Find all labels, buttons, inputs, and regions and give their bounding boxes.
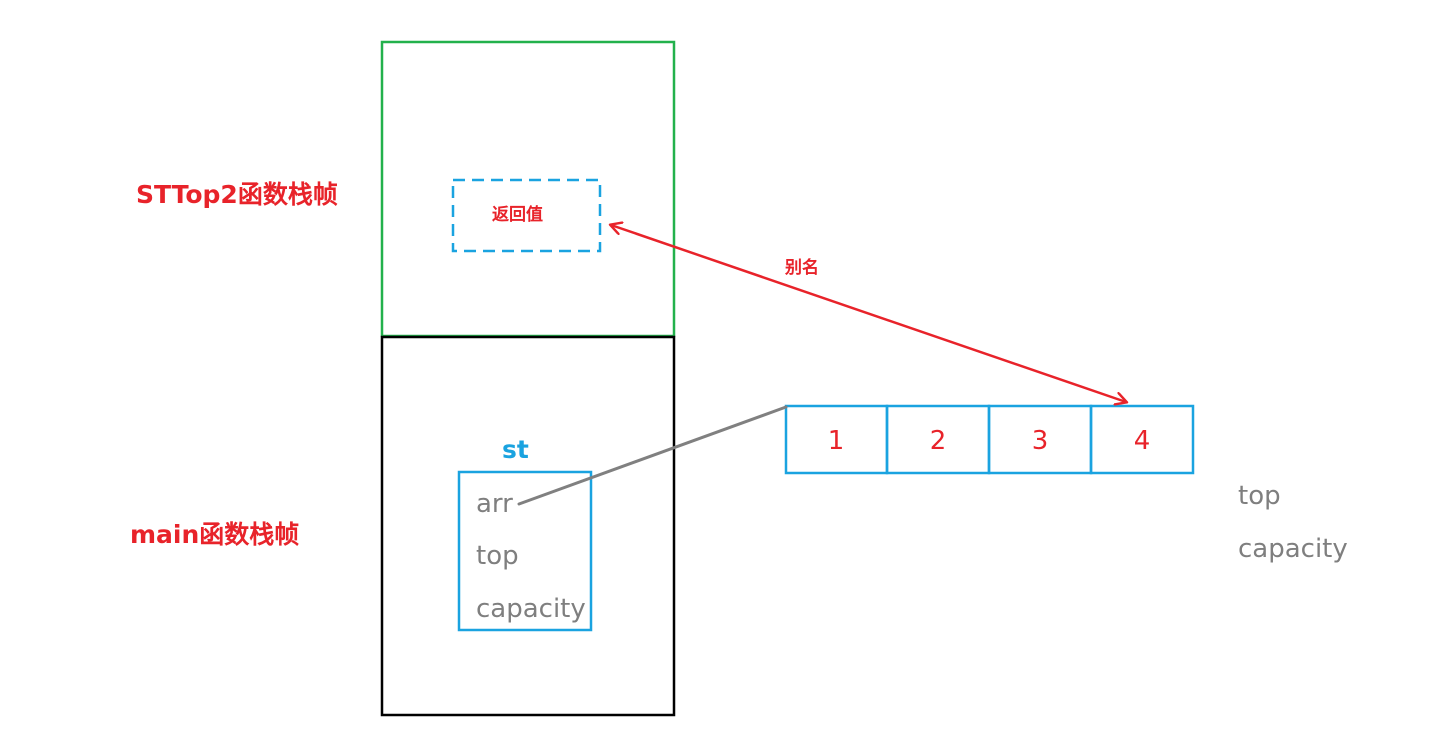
return-value-label: 返回值 [492, 205, 543, 225]
sttop2-frame-box [380, 40, 676, 338]
alias-arrow [611, 225, 1126, 402]
return-value-box [451, 178, 602, 253]
arr-pointer-line [517, 405, 788, 506]
struct-field-arr: arr [476, 489, 513, 519]
struct-st-box [457, 470, 593, 632]
array-cell-box [1089, 404, 1195, 475]
array-cell-value: 4 [1133, 426, 1151, 456]
struct-field-top: top [476, 541, 519, 571]
alias-label: 别名 [785, 258, 819, 278]
sttop2-frame-label: STTop2函数栈帧 [136, 180, 338, 209]
array-cell-value: 1 [827, 426, 845, 456]
array-cell-value: 3 [1031, 426, 1049, 456]
main-frame-label: main函数栈帧 [130, 520, 300, 549]
struct-name-label: st [502, 435, 529, 464]
array-cell-value: 2 [929, 426, 947, 456]
outside-field-capacity: capacity [1238, 534, 1348, 564]
struct-field-capacity: capacity [476, 594, 586, 624]
outside-field-top: top [1238, 481, 1281, 511]
main-frame-box [380, 335, 676, 717]
